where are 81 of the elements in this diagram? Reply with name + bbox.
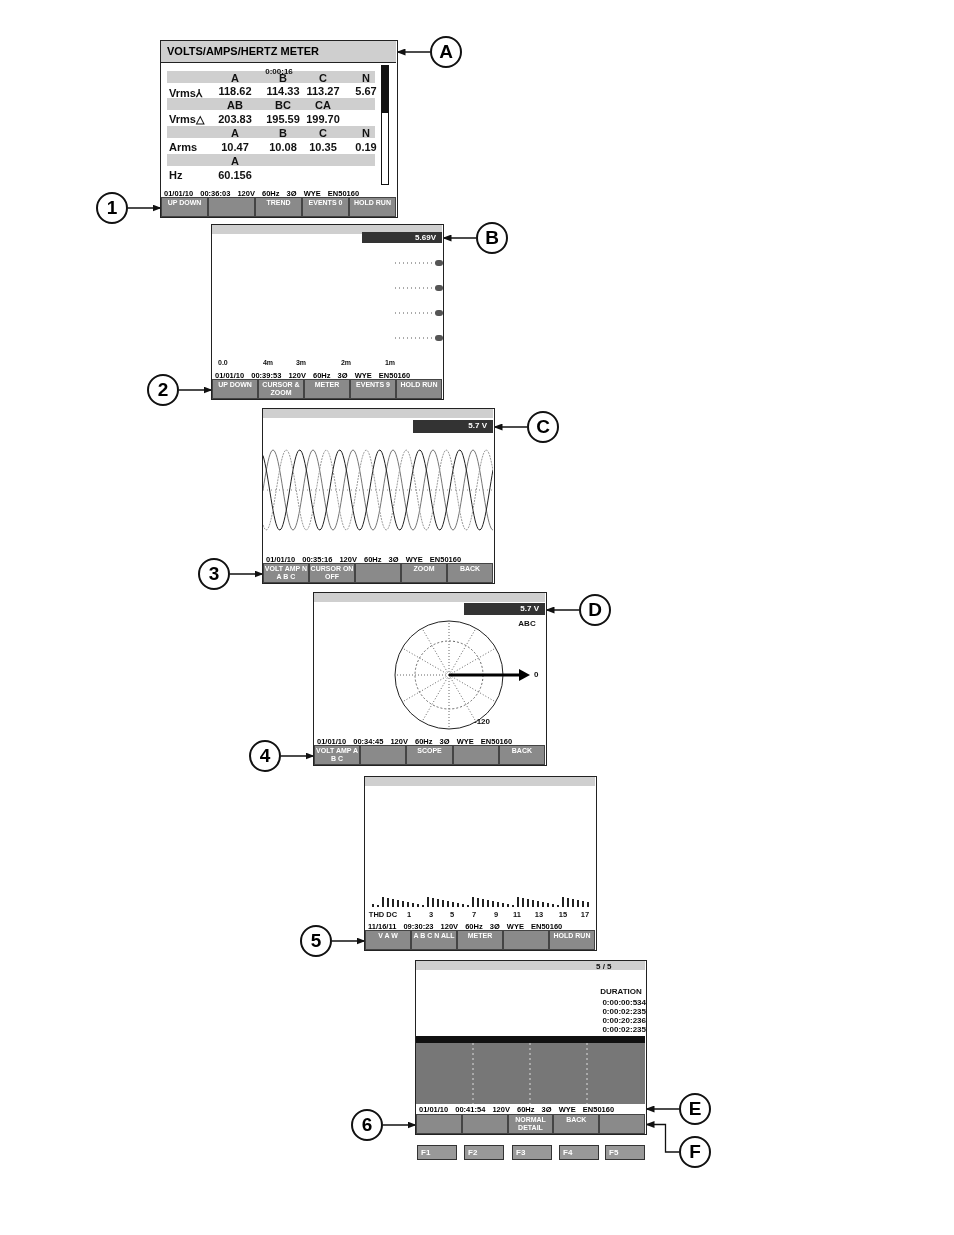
leader-line [441,234,477,242]
screen-panel [160,40,398,218]
screen-text: N [362,72,370,84]
screen-text: AB [227,99,243,111]
screen-text: B [279,127,287,139]
reading-bar: 5.7 V [464,603,545,615]
screen-text: A [231,72,239,84]
leader-line [280,752,316,760]
softkey-bar [263,563,493,583]
screen-panel [364,776,597,951]
screen-text: 0 [534,670,539,679]
function-key: F5 [605,1145,645,1160]
softkey-bar [416,1114,645,1134]
leader-line [382,1121,418,1129]
screen-text: 118.62 [218,85,252,97]
leader-line [644,1121,680,1153]
reading-bar: 5.69V [362,232,442,243]
screen-text: -120 [474,717,490,726]
callout-label: F [679,1136,711,1168]
screen-text: 10.47 [221,141,249,153]
callout-label: 2 [147,374,179,406]
function-key: F4 [559,1145,599,1160]
leader-line [178,386,214,394]
screen-text: Hz [169,169,183,181]
screen-panel [415,960,647,1135]
screen-text: 199.70 [306,113,340,125]
callout-label: C [527,411,559,443]
callout-label: D [579,594,611,626]
screen-text: 60.156 [218,169,252,181]
screen-panel [211,224,444,400]
screen-text: Vrms△ [169,113,204,126]
screen-panel [262,408,495,584]
screen-text: BC [275,99,291,111]
function-key: F1 [417,1145,457,1160]
screen-text: C [319,127,327,139]
reading-bar: 5.7 V [413,420,493,433]
softkey-bar [314,745,545,765]
callout-label: A [430,36,462,68]
screen-text: N [362,127,370,139]
callout-label: 3 [198,558,230,590]
leader-line [644,1105,680,1113]
screen-text: 10.08 [269,141,297,153]
screen-text: 5 / 5 [596,962,612,971]
screen-text: A [231,127,239,139]
callout-label: 6 [351,1109,383,1141]
screen-text: 0:00:02:235 [602,1025,646,1034]
leader-line [127,204,163,212]
softkey-bar [365,930,595,950]
screen-text: 0:00:00:534 [602,998,646,1007]
callout-label: E [679,1093,711,1125]
screen-text: 0:00:02:235 [602,1007,646,1016]
screen-text: Arms [169,141,198,153]
screen-text: 114.33 [266,85,300,97]
leader-line [331,937,367,945]
screen-text: 0:00:20:236 [602,1016,646,1025]
screen-text: 203.83 [218,113,252,125]
screen-text: ABC [518,619,536,628]
title-bar: VOLTS/AMPS/HERTZ METER [161,41,396,63]
leader-line [544,606,580,614]
function-key: F2 [464,1145,504,1160]
screen-text: 0.19 [355,141,377,153]
callout-label: 1 [96,192,128,224]
screen-text: 5.67 [355,85,377,97]
leader-line [229,570,265,578]
callout-label: 4 [249,740,281,772]
screen-panel [313,592,547,766]
screen-text: 10.35 [309,141,337,153]
screen-text: 113.27 [306,85,340,97]
screen-text: Vrms⅄ [169,86,202,100]
screen-text: DURATION [600,987,642,996]
screen-text: A [231,155,239,167]
function-key: F3 [512,1145,552,1160]
screen-text: CA [315,99,331,111]
softkey-bar [212,379,442,399]
callout-label: B [476,222,508,254]
screen-text: C [319,72,327,84]
screen-text: 195.59 [266,113,300,125]
leader-line [395,48,431,56]
softkey-bar [161,197,396,217]
leader-line [492,423,528,431]
callout-label: 5 [300,925,332,957]
